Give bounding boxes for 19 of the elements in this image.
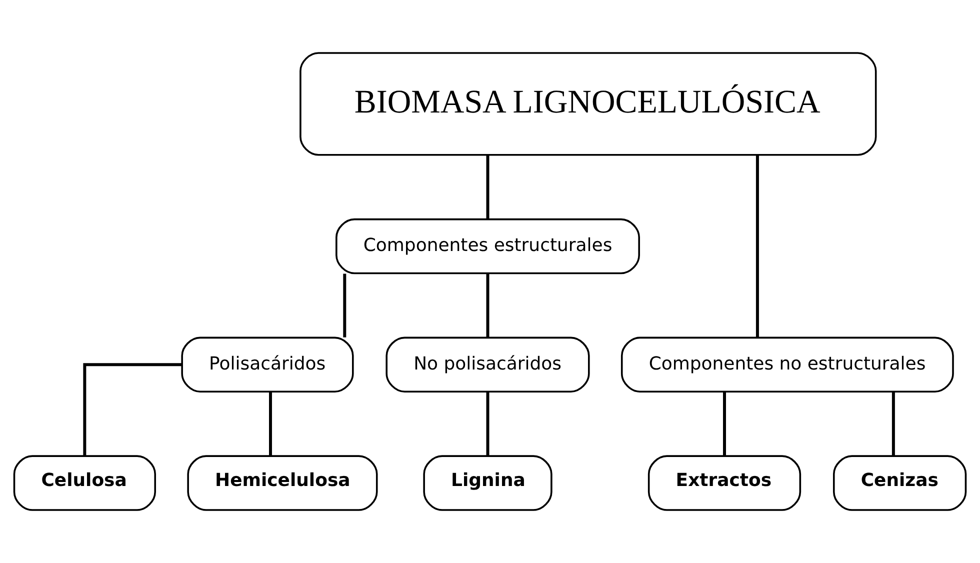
node-box: Extractos [648,455,802,511]
node-box: BIOMASA LIGNOCELULÓSICA [300,52,877,156]
connector [486,392,490,456]
connector [756,155,759,338]
node-box: Cenizas [832,455,967,511]
node-box: Polisacáridos [181,336,354,393]
node-box: No polisacáridos [386,336,590,393]
connector [268,392,272,456]
node-box: Componentes estructurales [336,218,640,274]
connector [486,154,490,220]
connector [486,274,490,338]
connector [723,392,726,456]
node-box: Componentes no estructurales [620,336,954,393]
connector [892,392,895,456]
connector [343,274,346,338]
node-box: Hemicelulosa [187,455,378,511]
connector [83,363,182,456]
node-box: Celulosa [13,455,156,511]
node-box: Lignina [423,455,552,511]
